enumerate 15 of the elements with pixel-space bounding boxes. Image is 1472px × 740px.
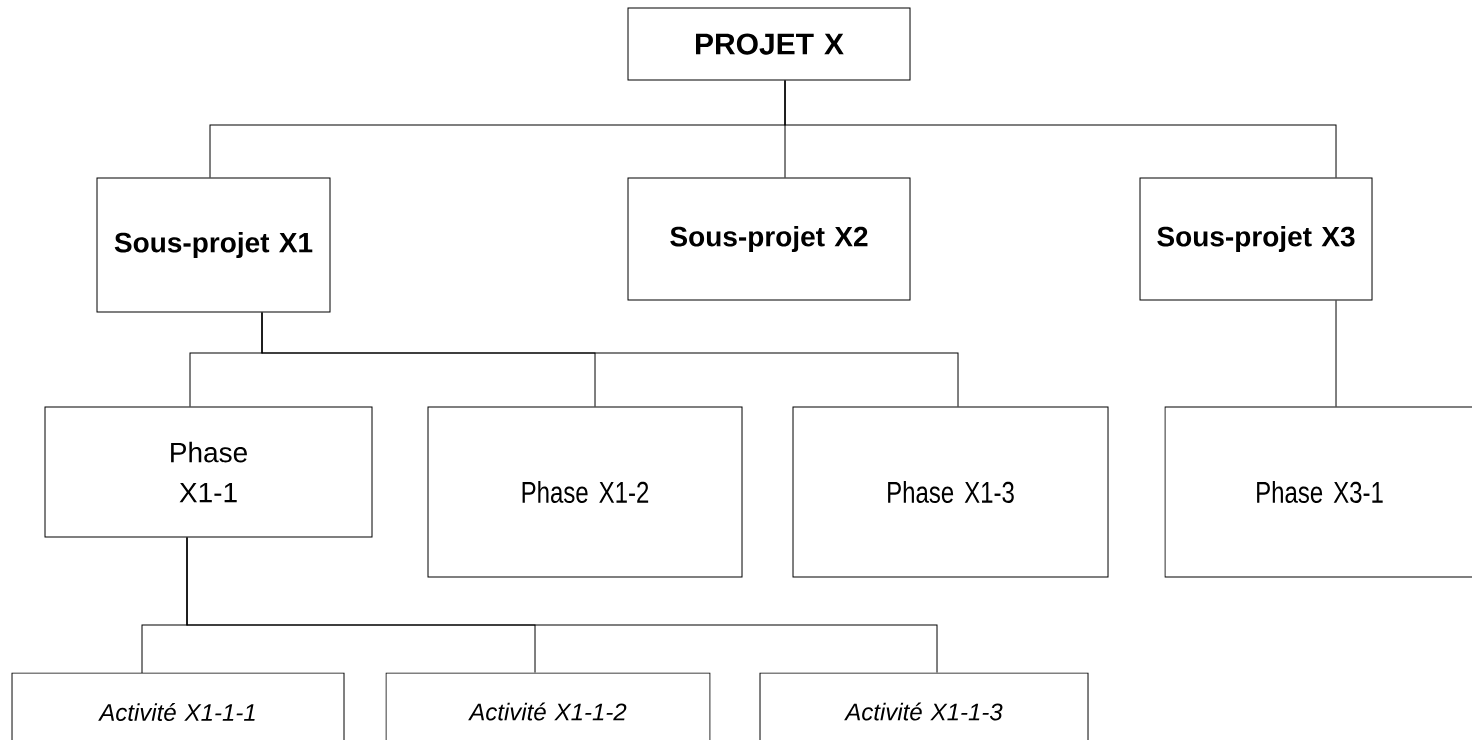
connector-line	[1335, 300, 1337, 407]
phase-box: Phase X1-1	[44, 406, 373, 538]
connector-line	[186, 537, 938, 673]
subproject-box: Sous-projet X2	[627, 177, 911, 301]
activity-box: Activité X1-1-2	[385, 672, 711, 740]
subproject-box: Sous-projet X3	[1139, 177, 1373, 301]
phase-box: Phase X1-3	[792, 406, 1109, 578]
activity-box: Activité X1-1-3	[759, 672, 1089, 740]
phase-box: Phase X1-2	[427, 406, 743, 578]
project-box: PROJET X	[627, 7, 911, 81]
connector-line	[784, 80, 1337, 178]
subproject-box: Sous-projet X1	[96, 177, 331, 313]
connector-line	[261, 312, 959, 407]
activity-box: Activité X1-1-1	[11, 672, 345, 740]
phase-box: Phase X3-1	[1164, 406, 1472, 578]
